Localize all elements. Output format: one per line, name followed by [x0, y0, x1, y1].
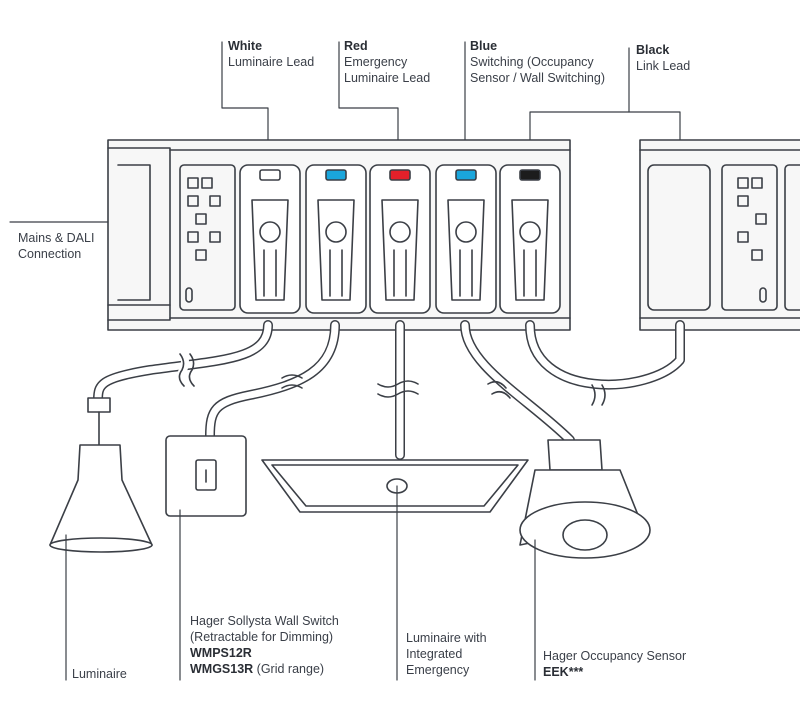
- label-emergency-luminaire: Luminaire with Integrated Emergency: [406, 630, 487, 678]
- occupancy-sensor-drawing: [519, 439, 651, 681]
- sensor-code: EEK***: [543, 665, 584, 679]
- mains-dali-line-1: Mains & DALI: [18, 231, 95, 245]
- emergency-panel-drawing: [261, 459, 529, 681]
- emergency-line-1: Luminaire with: [406, 631, 487, 645]
- blue-lead-desc-2: Sensor / Wall Switching): [470, 71, 605, 85]
- wall-switch-code-2: WMGS13R: [190, 662, 254, 676]
- label-mains-dali: Mains & DALI Connection: [18, 230, 94, 262]
- wall-switch-code-1: WMPS12R: [190, 646, 252, 660]
- plug-socket-blue: [305, 164, 367, 314]
- plug-socket-blue: [435, 164, 497, 314]
- emergency-line-2: Integrated: [406, 647, 463, 661]
- label-red-lead: Red Emergency Luminaire Lead: [344, 38, 430, 86]
- red-lead-title: Red: [344, 39, 368, 53]
- white-lead-desc: Luminaire Lead: [228, 55, 315, 69]
- wall-switch-code-2-suffix: (Grid range): [253, 662, 325, 676]
- luminaire-text: Luminaire: [72, 667, 127, 681]
- blue-lead-title: Blue: [470, 39, 498, 53]
- cable-break-marks: [175, 348, 606, 406]
- label-blue-lead: Blue Switching (Occupancy Sensor / Wall …: [470, 38, 605, 86]
- label-white-lead: White Luminaire Lead: [228, 38, 314, 70]
- mains-dali-line-2: Connection: [18, 247, 82, 261]
- plug-socket-white: [239, 164, 301, 314]
- plug-socket-black: [499, 164, 561, 314]
- blue-lead-desc-1: Switching (Occupancy: [470, 55, 594, 69]
- plug-socket-red: [369, 164, 431, 314]
- plug-sockets: [239, 164, 699, 314]
- black-lead-desc: Link Lead: [636, 59, 691, 73]
- white-lead-title: White: [228, 39, 263, 53]
- black-lead-title: Black: [636, 43, 670, 57]
- red-lead-desc-2: Luminaire Lead: [344, 71, 431, 85]
- label-occupancy-sensor: Hager Occupancy Sensor EEK***: [543, 648, 686, 680]
- wall-switch-line-1: Hager Sollysta Wall Switch: [190, 614, 339, 628]
- label-luminaire: Luminaire: [72, 666, 127, 682]
- label-black-lead: Black Link Lead: [636, 42, 690, 74]
- label-wall-switch: Hager Sollysta Wall Switch (Retractable …: [190, 613, 339, 677]
- pendant-luminaire: [49, 397, 153, 681]
- sensor-line-1: Hager Occupancy Sensor: [543, 649, 687, 663]
- link-block: [639, 139, 800, 331]
- wall-switch-drawing: [165, 435, 247, 681]
- red-lead-desc-1: Emergency: [344, 55, 408, 69]
- wall-switch-line-2: (Retractable for Dimming): [190, 630, 334, 644]
- emergency-line-3: Emergency: [406, 663, 470, 677]
